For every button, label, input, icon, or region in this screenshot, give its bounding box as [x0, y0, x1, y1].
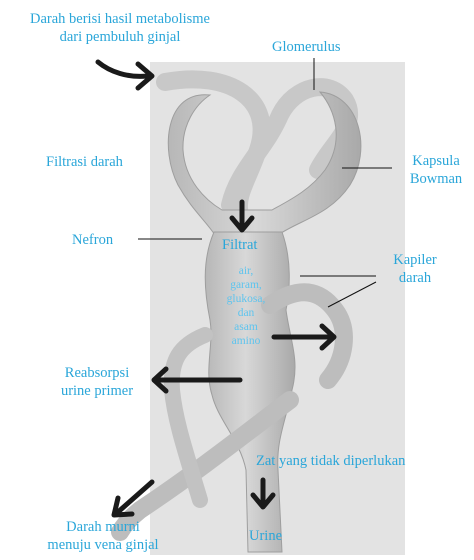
filtrate-item-salt: garam,	[218, 278, 274, 292]
reabsorption-line-2: urine primer	[42, 382, 152, 400]
clean-blood-line-2: menuju vena ginjal	[28, 536, 178, 554]
filtrate-item-glucose: glukosa,	[218, 292, 274, 306]
filtrate-contents: air, garam, glukosa, dan asam amino	[218, 264, 274, 348]
waste-label: Zat yang tidak diperlukan	[256, 452, 405, 470]
urine-label: Urine	[249, 527, 282, 545]
filtrate-item-amino-2: amino	[218, 334, 274, 348]
nephron-label: Nefron	[72, 231, 113, 249]
reabsorption-line-1: Reabsorpsi	[42, 364, 152, 382]
input-blood-line-2: dari pembuluh ginjal	[10, 28, 230, 46]
filtrate-item-and: dan	[218, 306, 274, 320]
capillary-label: Kapiler darah	[378, 251, 452, 287]
glomerulus-label: Glomerulus	[272, 38, 340, 56]
bowman-label: Kapsula Bowman	[398, 152, 474, 188]
filtration-label: Filtrasi darah	[46, 153, 123, 171]
capillary-line-2: darah	[378, 269, 452, 287]
clean-blood-label: Darah murni menuju vena ginjal	[28, 518, 178, 554]
filtrate-label: Filtrat	[222, 236, 257, 254]
bowman-line-2: Bowman	[398, 170, 474, 188]
capillary-line-1: Kapiler	[378, 251, 452, 269]
input-blood-line-1: Darah berisi hasil metabolisme	[10, 10, 230, 28]
bowman-line-1: Kapsula	[398, 152, 474, 170]
input-blood-label: Darah berisi hasil metabolisme dari pemb…	[10, 10, 230, 46]
reabsorption-label: Reabsorpsi urine primer	[42, 364, 152, 400]
clean-blood-line-1: Darah murni	[28, 518, 178, 536]
filtrate-item-amino-1: asam	[218, 320, 274, 334]
filtrate-item-water: air,	[218, 264, 274, 278]
